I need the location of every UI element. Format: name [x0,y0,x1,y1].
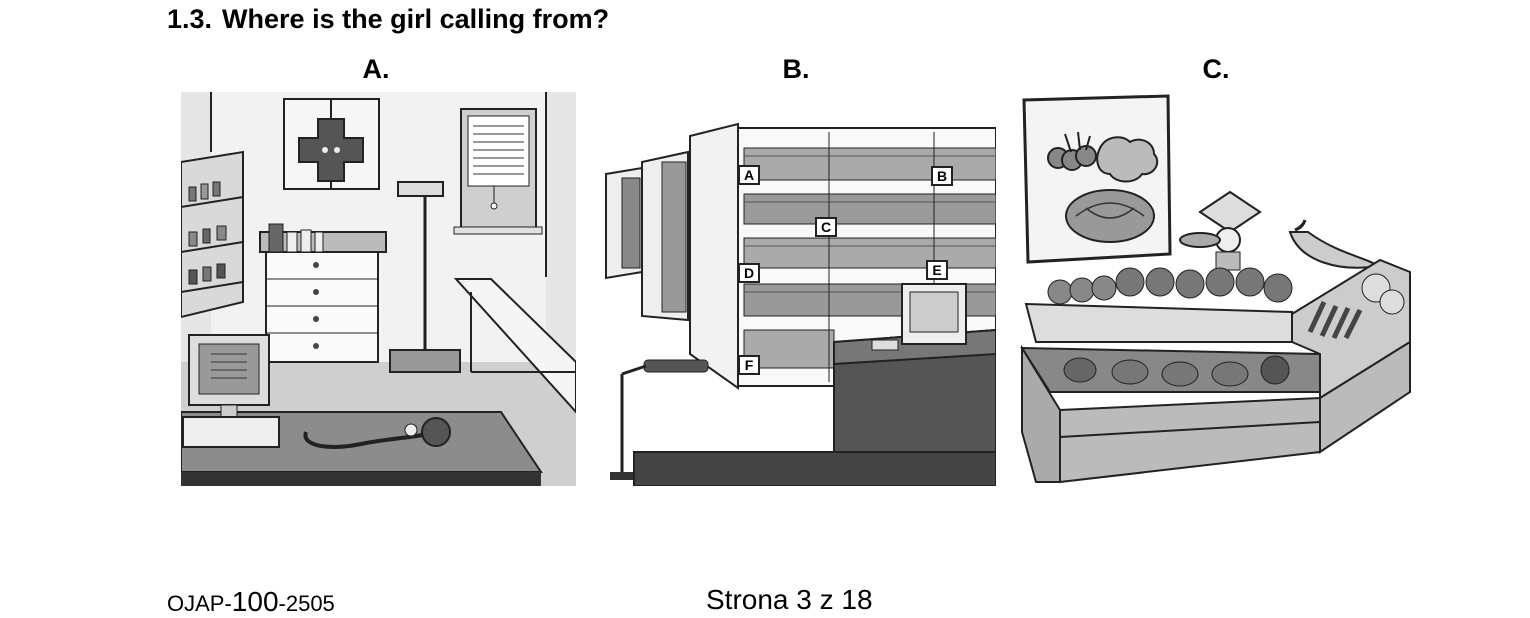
option-c-picture[interactable] [1020,92,1415,486]
shelf-letter-d: D [744,265,754,281]
question-heading: 1.3. Where is the girl calling from? [167,4,609,35]
examination-bed [453,278,576,414]
exam-code-suffix: -2505 [278,591,335,616]
window [453,108,543,235]
small-bookshelves [605,150,689,322]
dresser [259,223,387,363]
page-number: Strona 3 z 18 [706,584,873,615]
question-number: 1.3. [167,4,213,34]
library-illustration: A B C D E F [604,92,996,486]
vegetable-poster [1022,94,1172,264]
librarian-desk [833,283,996,486]
shelf-letter-e: E [932,262,941,278]
market-scale [1179,190,1262,271]
option-b-picture[interactable]: A B C D E F [604,92,996,486]
shelf-letter-a: A [744,167,754,183]
doctors-office-illustration [181,92,576,486]
first-aid-cabinet [283,98,380,190]
medicine-shelf [181,150,244,319]
weighing-scale [389,181,461,373]
exam-code-prefix: OJAP- [167,591,232,616]
option-a-label: A. [362,54,390,84]
option-c-label: C. [1202,54,1230,84]
desk [181,334,543,486]
produce-stall [1020,258,1411,484]
shelf-letter-c: C [821,219,831,235]
exam-code-main: 100 [231,586,279,617]
option-a-picture[interactable] [181,92,576,486]
shelf-letter-b: B [937,168,947,184]
question-text: Where is the girl calling from? [222,4,610,34]
option-b-label: B. [782,54,810,84]
shelf-letter-f: F [745,357,754,373]
vegetable-stall-illustration [1020,92,1415,486]
desk-lamp [610,359,709,480]
shelf-letters: A B C D E F [738,165,953,375]
exam-code: OJAP-100-2505 [167,586,335,618]
